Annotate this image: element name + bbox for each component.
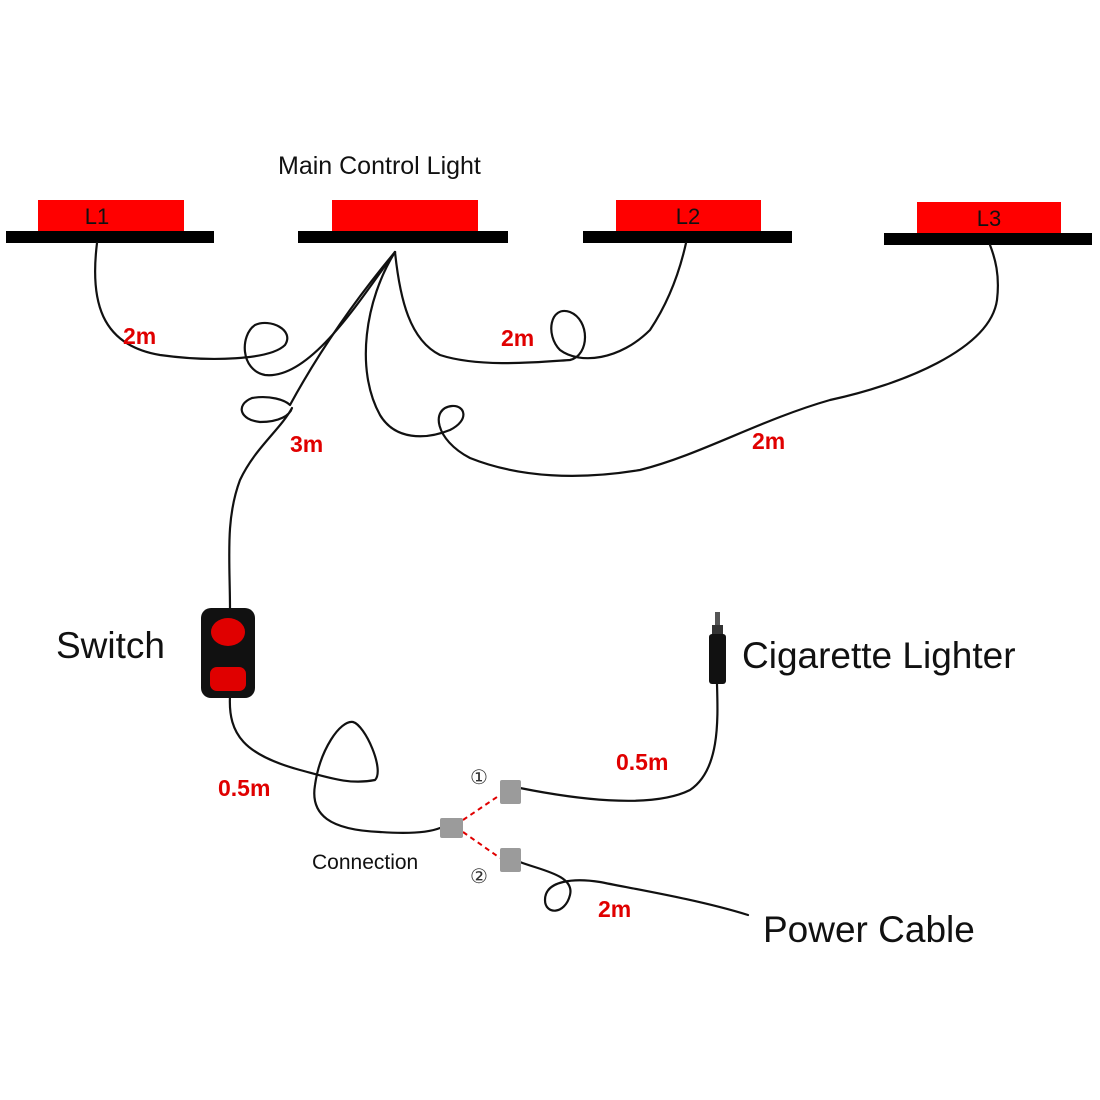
- wire-switch-main: [228, 250, 397, 612]
- power-cable-label: Power Cable: [763, 909, 975, 950]
- lamp-l1-base: [6, 231, 214, 243]
- lamp-main-face: [332, 200, 478, 232]
- length-label-l1: 2m: [123, 323, 156, 349]
- length-label-switch-main: 3m: [290, 431, 323, 457]
- connector-port-2: [500, 848, 521, 872]
- connection-dash-2: [462, 831, 501, 859]
- lamp-l2: L2: [583, 200, 792, 243]
- switch-device: [201, 608, 255, 698]
- lamp-l3-label: L3: [977, 206, 1001, 231]
- switch-button-bottom: [210, 667, 246, 691]
- lamp-l2-base: [583, 231, 792, 243]
- connection-dash-1: [462, 794, 501, 821]
- lamp-l1-label: L1: [85, 204, 109, 229]
- connector-main: [440, 818, 463, 838]
- port-2-label: ②: [470, 864, 488, 888]
- wire-l1: [93, 241, 397, 377]
- length-label-l3: 2m: [752, 428, 785, 454]
- connector-port-1: [500, 780, 521, 804]
- lamp-l1: L1: [6, 200, 214, 243]
- cigarette-lighter-plug: [709, 612, 726, 684]
- lamp-l3: L3: [884, 202, 1092, 245]
- main-control-light-label: Main Control Light: [278, 152, 481, 180]
- length-label-switch-connection: 0.5m: [218, 775, 270, 801]
- wire-l3: [364, 243, 999, 477]
- wire-switch-connection: [228, 694, 442, 834]
- lamp-l2-face: [616, 200, 761, 232]
- switch-label: Switch: [56, 625, 165, 666]
- length-label-power: 2m: [598, 896, 631, 922]
- length-label-lighter: 0.5m: [616, 749, 668, 775]
- port-1-label: ①: [470, 765, 488, 789]
- connection-label: Connection: [312, 851, 418, 874]
- wire-l2: [393, 241, 688, 365]
- wire-power: [518, 860, 750, 917]
- lamp-l3-face: [917, 202, 1061, 234]
- switch-button-top: [211, 618, 245, 646]
- length-label-l2: 2m: [501, 325, 534, 351]
- lamp-l3-base: [884, 233, 1092, 245]
- lamp-l2-label: L2: [676, 204, 700, 229]
- lamp-main-control: [298, 200, 508, 243]
- lamp-main-base: [298, 231, 508, 243]
- wire-lighter: [518, 682, 719, 802]
- lamp-l1-face: [38, 200, 184, 232]
- cigarette-lighter-label: Cigarette Lighter: [742, 635, 1016, 676]
